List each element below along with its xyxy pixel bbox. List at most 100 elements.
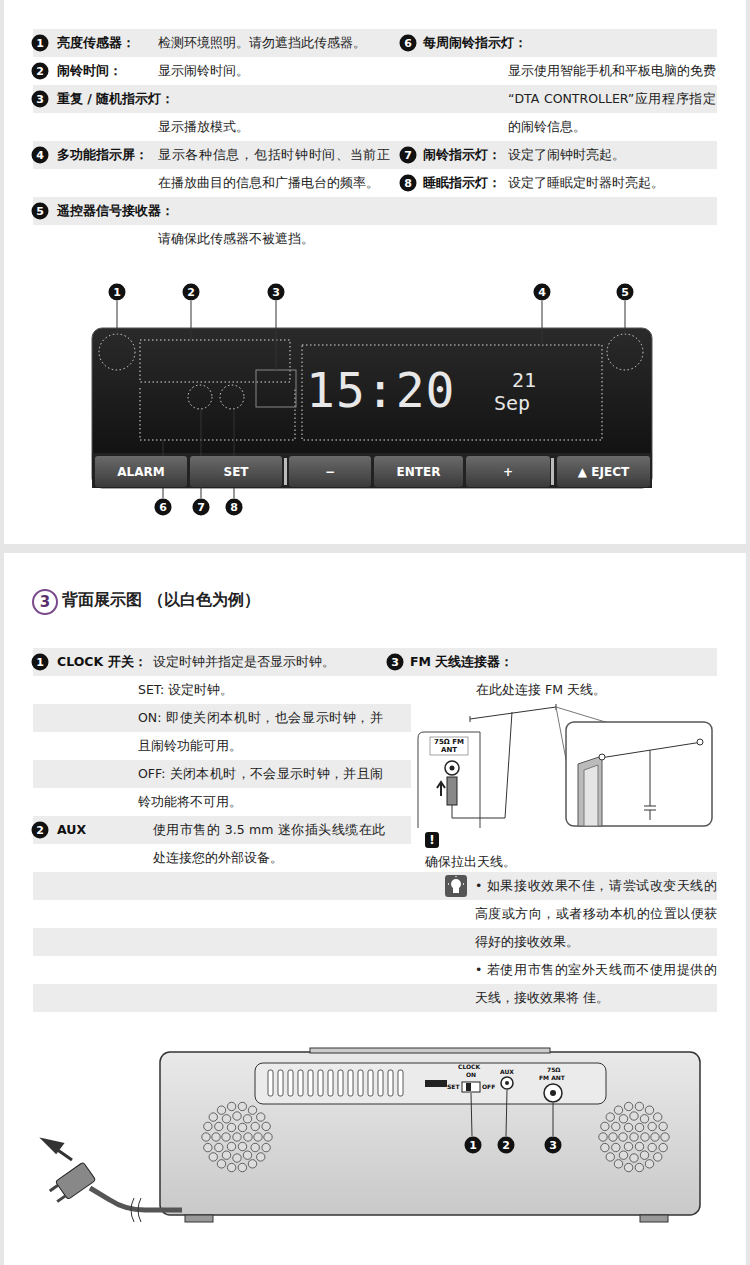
vent-slot [398, 1070, 403, 1096]
grille-hole [248, 1106, 256, 1114]
callout-number: 6 [155, 499, 172, 516]
part-name: 睡眠指示灯： [423, 169, 501, 197]
warning-icon: ! [425, 832, 439, 848]
callout-number: 3 [32, 91, 49, 108]
grille-hole [645, 1106, 653, 1114]
vent-slot [378, 1070, 383, 1096]
grille-hole [619, 1151, 627, 1159]
grille-hole [257, 1113, 265, 1121]
grille-hole [251, 1143, 259, 1151]
tip-note: • 如果接收效果不佳，请尝试改变天线的高度或方向，或者移动本机的位置以便获得好的… [475, 872, 717, 956]
vent-slot [388, 1070, 393, 1096]
grille-hole [609, 1133, 617, 1141]
grille-hole [238, 1123, 246, 1131]
grille-hole [601, 1143, 609, 1151]
description: ON: 即使关闭本机时，也会显示时钟，并且闹铃功能可用。 [138, 704, 383, 760]
connector-label: 75Ω FM ANT [430, 738, 468, 754]
grille-hole [635, 1102, 643, 1110]
vent-slot [268, 1070, 273, 1096]
jack-label: FM ANT [539, 1074, 565, 1081]
grille-hole [606, 1153, 614, 1161]
grille-hole [648, 1143, 656, 1151]
grille-hole [262, 1143, 270, 1151]
grille-hole [624, 1142, 632, 1150]
grille-hole [209, 1153, 217, 1161]
vent-slot [308, 1070, 313, 1096]
callout-number: 5 [617, 284, 634, 301]
switch-label: OFF [482, 1083, 495, 1090]
callout-number: 8 [226, 499, 243, 516]
vent-slot [278, 1070, 283, 1096]
vent-slot [348, 1070, 353, 1096]
part-name: 重复 / 随机指示灯： [57, 85, 174, 113]
callout-number: 1 [32, 35, 49, 52]
grille-hole [257, 1153, 265, 1161]
panel-button: ENTER [374, 456, 463, 487]
jack-label: 75Ω [547, 1066, 560, 1073]
panel-button: ▲ EJECT [557, 456, 650, 487]
description: OFF: 关闭本机时，不会显示时钟，并且闹铃功能将不可用。 [138, 760, 383, 816]
description: 显示各种信息，包括时钟时间、当前正在播放曲目的信息和广播电台的频率。 [158, 141, 390, 197]
grille-hole [227, 1123, 235, 1131]
grille-hole [648, 1122, 656, 1130]
grille-hole [227, 1102, 235, 1110]
grille-hole [254, 1133, 262, 1141]
grille-hole [238, 1102, 246, 1110]
grille-hole [614, 1106, 622, 1114]
grille-hole [640, 1115, 648, 1123]
callout-number: 2 [32, 63, 49, 80]
vent-slot [358, 1070, 363, 1096]
grille-hole [635, 1142, 643, 1150]
callout-number: 7 [400, 147, 417, 164]
description: 设定时钟并指定是否显示时钟。 [153, 648, 335, 676]
grille-hole [635, 1163, 643, 1171]
description: 显示播放模式。 [158, 113, 249, 141]
grille-hole [244, 1133, 252, 1141]
panel-button: ALARM [95, 456, 187, 487]
grille-hole [612, 1122, 620, 1130]
callout-number: 1 [465, 1137, 482, 1154]
description: 设定了睡眠定时器时亮起。 [508, 169, 664, 197]
button-label: ALARM [117, 465, 164, 479]
grille-hole [654, 1153, 662, 1161]
grille-hole [238, 1163, 246, 1171]
grille-hole [630, 1154, 638, 1162]
part-name: 闹铃时间： [57, 57, 122, 85]
grille-hole [645, 1160, 653, 1168]
grille-hole [614, 1160, 622, 1168]
switch-label: SET [447, 1083, 460, 1090]
grille-hole [233, 1133, 241, 1141]
grille-hole [630, 1133, 638, 1141]
part-name: CLOCK 开关： [57, 648, 147, 676]
grille-hole [619, 1133, 627, 1141]
clock-time: 15:20 [306, 362, 456, 418]
callout-number: 3 [387, 654, 404, 671]
grille-hole [222, 1133, 230, 1141]
vent-slot [318, 1070, 323, 1096]
button-label: ENTER [397, 465, 441, 479]
vent-slot [328, 1070, 333, 1096]
description: 显示使用智能手机和平板电脑的免费“DTA CONTROLLER”应用程序指定的闹… [508, 57, 716, 141]
grille-hole [624, 1123, 632, 1131]
switch-label: ON [466, 1071, 476, 1078]
panel-button: − [289, 456, 371, 487]
grille-hole [238, 1142, 246, 1150]
vent-slot [368, 1070, 373, 1096]
grille-hole [654, 1113, 662, 1121]
vent-slot [288, 1070, 293, 1096]
part-name: 亮度传感器： [57, 29, 135, 57]
part-name: 遥控器信号接收器： [57, 197, 174, 225]
part-name: FM 天线连接器： [410, 648, 513, 676]
vent-slot [298, 1070, 303, 1096]
grille-hole [222, 1115, 230, 1123]
grille-hole [227, 1163, 235, 1171]
callout-number: 1 [109, 284, 126, 301]
description: 检测环境照明。请勿遮挡此传感器。 [158, 29, 366, 57]
grille-hole [202, 1133, 210, 1141]
grille-hole [222, 1151, 230, 1159]
grille-hole [606, 1113, 614, 1121]
grille-hole [215, 1143, 223, 1151]
part-name: 每周闹铃指示灯： [423, 29, 527, 57]
grille-hole [601, 1122, 609, 1130]
grille-hole [659, 1122, 667, 1130]
